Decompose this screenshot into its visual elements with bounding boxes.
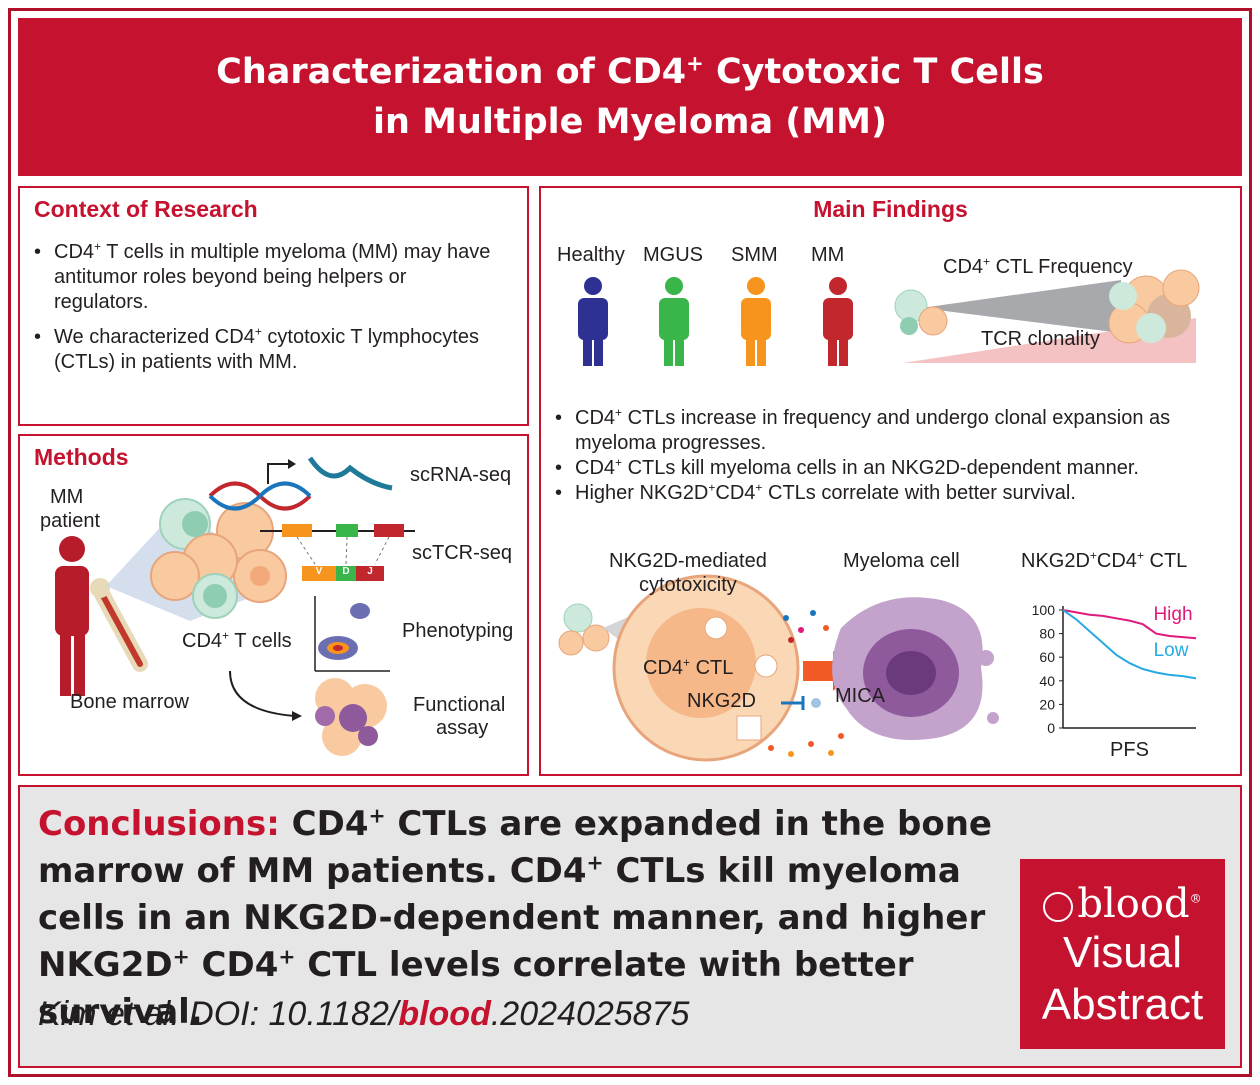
nkg2d-mediated-label-2: cytotoxicity xyxy=(639,574,737,596)
bone-marrow-label: Bone marrow xyxy=(70,691,189,713)
small-cell-cluster xyxy=(894,289,948,336)
tcr-segments xyxy=(260,524,415,581)
findings-panel: Main Findings Healthy MGUS SMM MM xyxy=(539,186,1242,776)
logo-visual: Visual xyxy=(1062,928,1183,977)
stage-label-mgus: MGUS xyxy=(643,244,703,266)
vdj-labels: V D J xyxy=(302,566,384,577)
cd4-t-cells-label: CD4+ T cells xyxy=(182,628,292,652)
myeloma-cell-label: Myeloma cell xyxy=(843,550,960,572)
mica-label: MICA xyxy=(835,685,885,707)
y-tick-label: 80 xyxy=(1039,626,1055,642)
phenotyping-label: Phenotyping xyxy=(402,620,514,642)
conclusion-panel: Conclusions: CD4+ CTLs are expanded in t… xyxy=(18,785,1242,1068)
conclusion-label: Conclusions: xyxy=(38,804,280,844)
y-tick-label: 40 xyxy=(1039,673,1055,689)
methods-panel: Methods xyxy=(18,434,529,776)
y-tick-label: 20 xyxy=(1039,696,1055,712)
context-heading: Context of Research xyxy=(34,196,258,222)
series-line-high xyxy=(1062,609,1197,640)
functional-label-1: Functional xyxy=(413,694,506,716)
series-label-high: High xyxy=(1153,604,1192,625)
frequency-wedge xyxy=(921,280,1121,333)
context-bullet: CD4+ T cells in multiple myeloma (MM) ma… xyxy=(26,240,506,315)
tcr-clonality-label: TCR clonality xyxy=(981,328,1100,350)
transcription-arrow xyxy=(267,463,288,484)
context-bullets: CD4+ T cells in multiple myeloma (MM) ma… xyxy=(26,240,506,375)
findings-bullets: CD4+ CTLs increase in frequency and unde… xyxy=(547,406,1227,506)
stage-label-healthy: Healthy xyxy=(557,244,625,266)
ctl-cell-illustration xyxy=(558,574,800,762)
title-banner: Characterization of CD4+ Cytotoxic T Cel… xyxy=(18,18,1242,176)
scrna-seq-label: scRNA-seq xyxy=(410,464,512,486)
conclusion-text: Conclusions: CD4+ CTLs are expanded in t… xyxy=(38,803,992,1032)
x-axis-label: PFS xyxy=(1110,739,1149,761)
nkg2d-receptor-icon xyxy=(781,696,805,710)
title-line-2: in Multiple Myeloma (MM) xyxy=(373,102,887,142)
y-tick-label: 60 xyxy=(1039,649,1055,665)
findings-bullet: Higher NKG2D+CD4+ CTLs correlate with be… xyxy=(547,481,1227,506)
logo-blood-wordmark: blood® xyxy=(1020,881,1225,927)
person-healthy-icon xyxy=(578,277,608,366)
chart-title: NKG2D+CD4+ CTL xyxy=(1021,548,1188,572)
patient-label-1: MM xyxy=(50,486,84,508)
nkg2d-mediated-label-1: NKG2D-mediated xyxy=(609,550,767,572)
sctcr-seq-label: scTCR-seq xyxy=(412,542,513,564)
findings-bullet: CD4+ CTLs kill myeloma cells in an NKG2D… xyxy=(547,456,1227,481)
bone-icon xyxy=(90,578,148,672)
cell-cluster xyxy=(150,498,287,619)
findings-heading: Main Findings xyxy=(813,196,968,222)
person-smm-icon xyxy=(741,277,771,366)
y-tick-label: 0 xyxy=(1047,720,1055,736)
flow-plot-icon xyxy=(314,596,390,672)
d-segment-label: D xyxy=(342,566,350,577)
seal-icon xyxy=(1043,892,1074,922)
patient-figure xyxy=(55,536,89,696)
person-mgus-icon xyxy=(659,277,689,366)
large-cell-cluster xyxy=(1108,269,1200,344)
assay-cells xyxy=(315,678,387,756)
title-line-1: Characterization of CD4+ Cytotoxic T Cel… xyxy=(216,51,1044,92)
context-panel: Context of Research CD4+ T cells in mult… xyxy=(18,186,529,426)
dna-icon xyxy=(208,481,312,511)
series-label-low: Low xyxy=(1154,640,1189,661)
blood-visual-abstract-logo: blood® Visual Abstract xyxy=(1020,859,1225,1049)
ctl-cell-label: CD4+ CTL xyxy=(643,655,734,679)
frequency-label: CD4+ CTL Frequency xyxy=(943,254,1133,278)
mica-ligand-icon xyxy=(811,698,821,708)
stage-label-mm: MM xyxy=(811,244,845,266)
stage-label-smm: SMM xyxy=(731,244,778,266)
y-tick-label: 100 xyxy=(1032,602,1056,618)
patient-label-2: patient xyxy=(40,510,101,532)
series-line-low xyxy=(1062,609,1197,680)
logo-abstract: Abstract xyxy=(1041,980,1204,1029)
methods-illustration xyxy=(55,456,415,756)
context-bullet: We characterized CD4+ cytotoxic T lympho… xyxy=(26,325,506,375)
nkg2d-label: NKG2D xyxy=(687,690,756,712)
person-mm-icon xyxy=(823,277,853,366)
citation: Kim et al. DOI: 10.1182/blood.2024025875 xyxy=(38,995,690,1033)
findings-bullet: CD4+ CTLs increase in frequency and unde… xyxy=(547,406,1227,456)
myeloma-cell-illustration xyxy=(832,597,999,740)
rna-strand-icon xyxy=(307,456,393,491)
methods-heading: Methods xyxy=(34,444,129,470)
functional-label-2: assay xyxy=(436,717,489,739)
j-segment-label: J xyxy=(367,566,373,577)
granule-dots xyxy=(768,610,844,757)
v-segment-label: V xyxy=(315,566,323,577)
assay-arrow xyxy=(229,670,296,717)
stage-row: Healthy MGUS SMM MM xyxy=(551,242,891,372)
